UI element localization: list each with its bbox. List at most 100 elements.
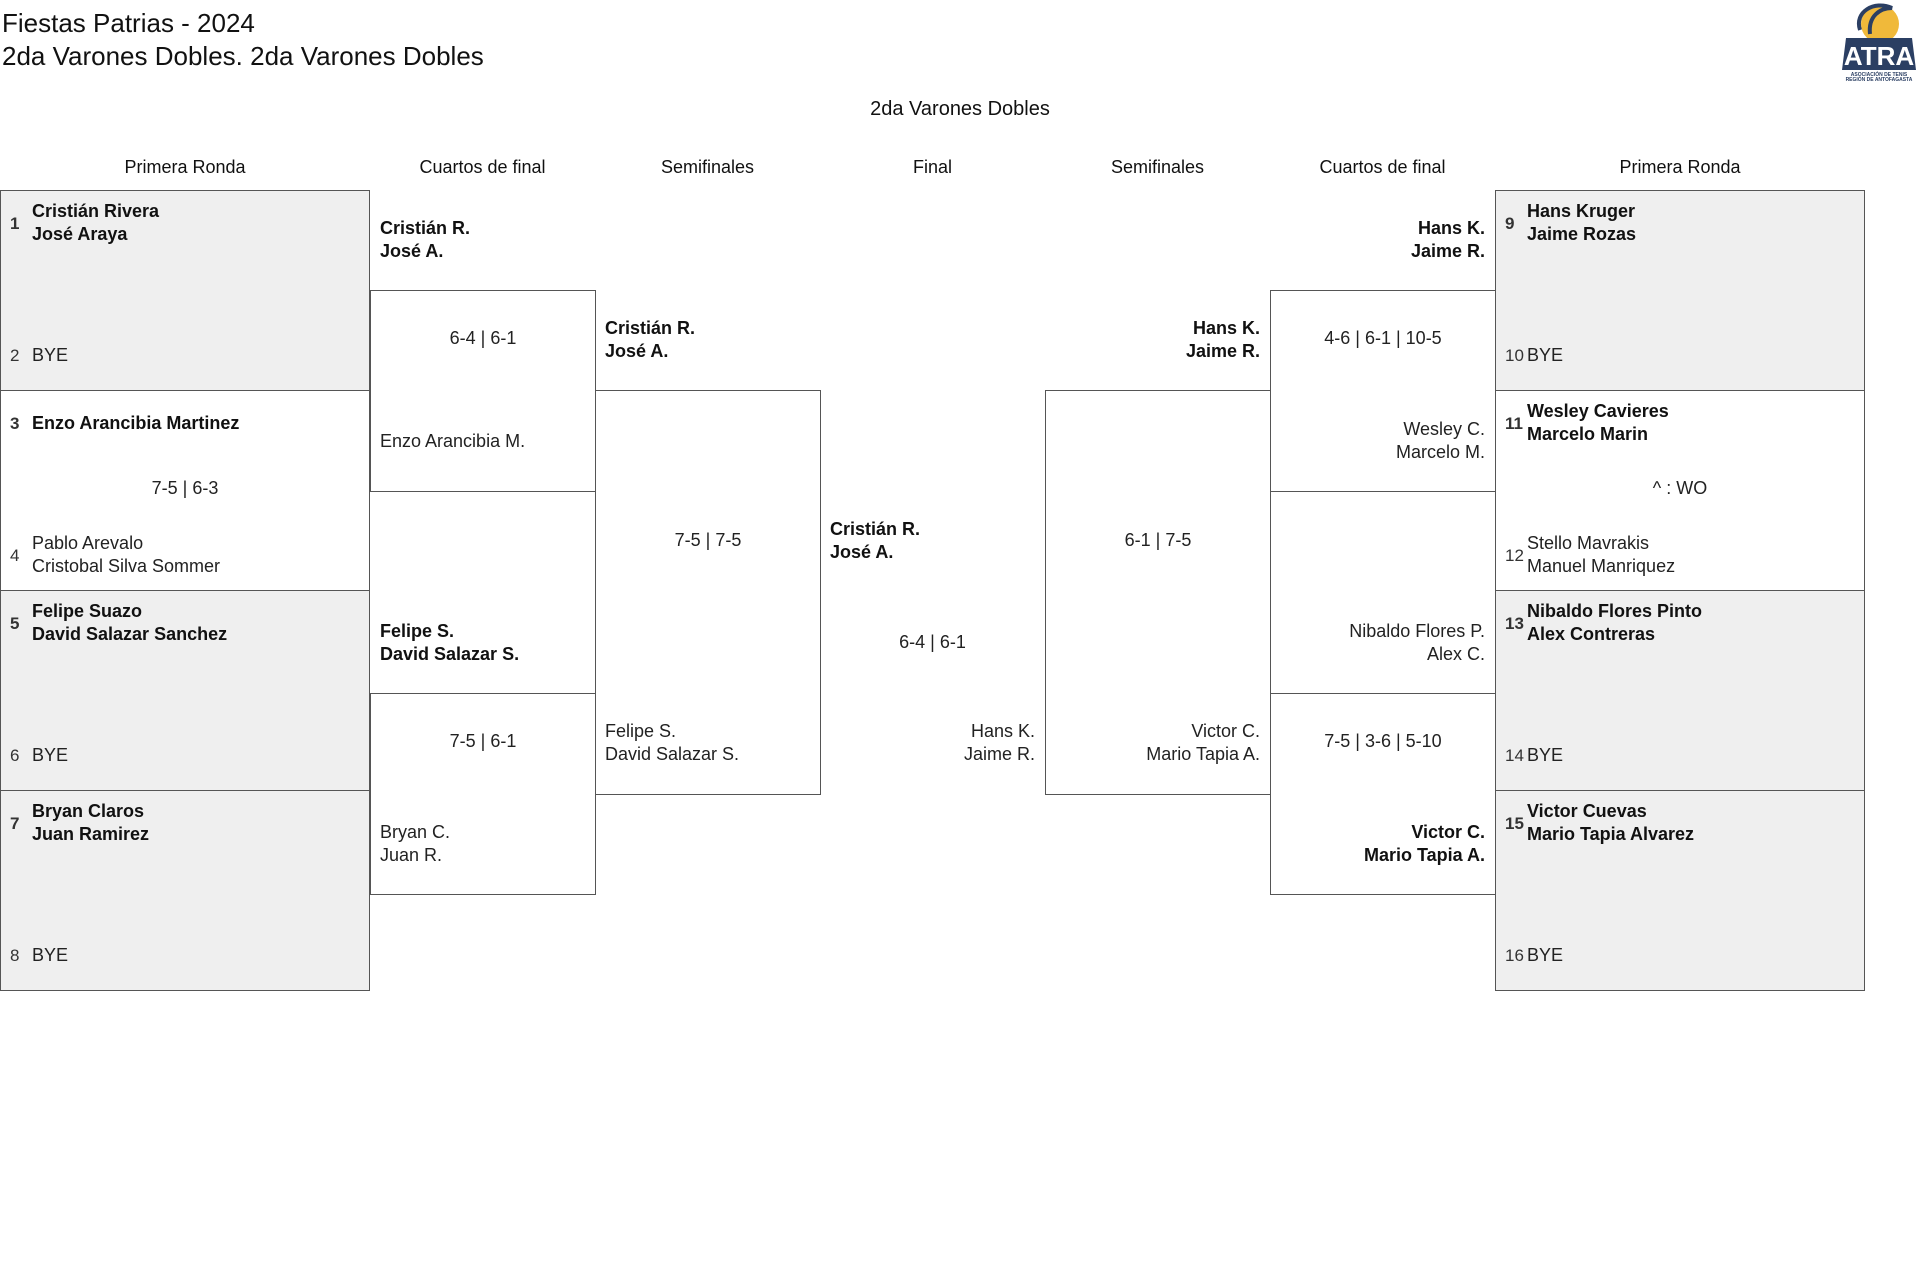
match-score: 7-5 | 6-3	[151, 478, 219, 498]
seed-number: 10	[1505, 345, 1524, 365]
team-players: Cristián R. José A.	[605, 317, 695, 363]
player-name: Alex Contreras	[1527, 624, 1656, 644]
player-name: Bryan C.	[380, 822, 451, 842]
team-players: Enzo Arancibia M.	[380, 430, 525, 453]
player-name: José Araya	[32, 224, 128, 244]
team-entry: Victor C.Mario Tapia A.	[1280, 821, 1485, 867]
match-box	[0, 590, 370, 791]
player-name: Cristián R.	[380, 218, 471, 238]
team-players: BYE	[1527, 944, 1563, 967]
player-name: José A.	[830, 542, 894, 562]
match-score: ^ : WO	[1652, 478, 1708, 498]
team-players: Victor C.Mario Tapia A.	[1146, 720, 1260, 766]
match-box	[1045, 390, 1271, 795]
seed-number: 3	[10, 413, 20, 433]
player-name: Cristián R.	[830, 519, 921, 539]
final-score: 6-4 | 6-1	[899, 632, 966, 652]
team-players: Victor C.Mario Tapia A.	[1364, 821, 1485, 867]
round-header: Semifinales	[660, 157, 755, 177]
team-entry: Cristián R. José A.	[380, 217, 585, 263]
round-header: Primera Ronda	[1619, 157, 1741, 177]
match-score: 7-5 | 3-6 | 5-10	[1324, 731, 1442, 751]
team-entry: Wesley C.Marcelo M.	[1280, 418, 1485, 464]
player-name: David Salazar S.	[380, 644, 520, 664]
match-score: 7-5 | 7-5	[674, 530, 742, 550]
round-header: Cuartos de final	[419, 157, 546, 177]
player-name: Victor C.	[1411, 822, 1485, 842]
player-name: Enzo Arancibia M.	[380, 430, 526, 451]
team-entry: Felipe S. David Salazar S.	[380, 620, 585, 666]
player-name: Stello Mavrakis	[1527, 533, 1650, 553]
team-entry: Hans K.Jaime R.	[1055, 317, 1260, 363]
team-players: Felipe S. David Salazar S.	[380, 620, 519, 666]
player-name: Juan R.	[380, 845, 443, 865]
seed-number: 16	[1505, 945, 1524, 965]
seed-number: 9	[1505, 213, 1515, 233]
player-name: Jaime R.	[1185, 341, 1260, 361]
round-header: Primera Ronda	[124, 157, 246, 177]
player-name: Hans Kruger	[1527, 201, 1636, 221]
team-players: BYE	[1527, 344, 1563, 367]
player-name: BYE	[1527, 344, 1564, 365]
player-name: José A.	[380, 241, 444, 261]
team-players: Cristián R. José A.	[830, 518, 920, 564]
team-players: BYE	[1527, 744, 1563, 767]
match-score: 4-6 | 6-1 | 10-5	[1324, 328, 1442, 348]
team-entry: Bryan C. Juan R.	[380, 821, 585, 867]
player-name: Cristián R.	[605, 318, 696, 338]
player-name: Cristián Rivera	[32, 201, 160, 221]
team-entry: Cristián R. José A.	[830, 518, 1035, 564]
svg-text:ASOCIACIÓN DE TENIS: ASOCIACIÓN DE TENIS	[1851, 70, 1908, 78]
match-box	[0, 790, 370, 991]
match-score: 7-5 | 6-1	[449, 731, 517, 751]
atra-logo: ATRA ASOCIACIÓN DE TENIS REGIÓN DE ANTOF…	[1842, 3, 1916, 82]
team-entry: Enzo Arancibia M.	[380, 430, 585, 453]
player-name: Felipe S.	[380, 621, 455, 641]
seed-number: 1	[10, 213, 20, 233]
player-name: Felipe S.	[605, 721, 677, 741]
team-entry: 2 BYE	[10, 344, 350, 367]
player-name: Hans K.	[1417, 218, 1485, 238]
player-name: Jaime R.	[963, 744, 1035, 764]
player-name: Wesley C.	[1403, 419, 1485, 439]
seed-number: 8	[10, 945, 20, 965]
round-header: Semifinales	[1110, 157, 1205, 177]
team-entry: Felipe S.David Salazar S.	[605, 720, 810, 766]
match-score: 6-1 | 7-5	[1124, 530, 1192, 550]
team-players: Hans K.Jaime R.	[964, 720, 1035, 766]
team-players: BYE	[32, 344, 68, 367]
player-name: BYE	[32, 344, 69, 365]
seed-number: 4	[10, 545, 20, 565]
draw-subtitle: 2da Varones Dobles. 2da Varones Dobles	[2, 41, 484, 71]
team-players: BYE	[32, 944, 68, 967]
team-players: Bryan C. Juan R.	[380, 821, 450, 867]
player-name: Enzo Arancibia Martinez	[32, 412, 240, 433]
player-name: José A.	[605, 341, 669, 361]
match-box	[1495, 790, 1865, 991]
svg-text:REGIÓN DE ANTOFAGASTA: REGIÓN DE ANTOFAGASTA	[1846, 75, 1913, 82]
team-entry: 8 BYE	[10, 944, 350, 967]
player-name: Nibaldo Flores P.	[1349, 621, 1485, 641]
team-entry: Victor C.Mario Tapia A.	[1055, 720, 1260, 766]
team-entry: 3 Enzo Arancibia Martinez	[10, 412, 350, 435]
player-name: Wesley Cavieres	[1527, 401, 1669, 421]
draw-name: 2da Varones Dobles	[870, 98, 1050, 120]
seed-number: 12	[1505, 545, 1524, 565]
team-players: Nibaldo Flores P.Alex C.	[1349, 620, 1485, 666]
seed-number: 7	[10, 813, 20, 833]
team-players: Hans K.Jaime R.	[1186, 317, 1260, 363]
seed-number: 2	[10, 345, 20, 365]
